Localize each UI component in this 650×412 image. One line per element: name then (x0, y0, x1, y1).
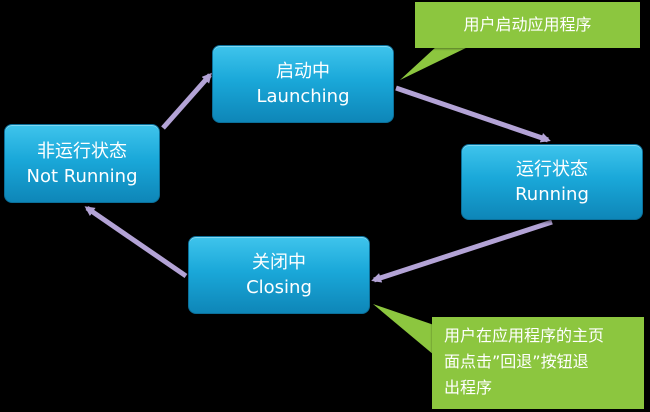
callout-start-text: 用户启动应用程序 (463, 15, 592, 34)
arrow-launching-to-running (395, 85, 551, 143)
state-closing-label-en: Closing (246, 277, 312, 298)
callout-user-exits-app: 用户在应用程序的主页 面点击”回退”按钮退 出程序 (432, 317, 644, 409)
state-not-running-label-cn: 非运行状态 (37, 140, 127, 162)
callout-exit-line-3: 出程序 (444, 378, 493, 397)
callout-user-starts-app: 用户启动应用程序 (415, 2, 640, 48)
state-launching-label-en: Launching (256, 86, 350, 107)
state-not-running-label-en: Not Running (26, 165, 138, 187)
state-launching: 启动中 Launching (212, 45, 394, 123)
arrow-not-running-to-launching (161, 72, 212, 130)
arrow-running-to-closing (371, 219, 553, 283)
state-running: 运行状态 Running (461, 144, 643, 220)
callout-exit-line-1: 用户在应用程序的主页 (444, 326, 605, 345)
callout-start-pointer (400, 46, 470, 80)
state-closing-label-cn: 关闭中 (252, 252, 306, 273)
arrow-closing-to-not-running (84, 205, 188, 279)
state-running-label-en: Running (515, 184, 589, 205)
state-running-label-cn: 运行状态 (516, 159, 588, 180)
state-closing: 关闭中 Closing (188, 236, 370, 314)
state-not-running: 非运行状态 Not Running (4, 124, 160, 203)
callout-exit-pointer (373, 304, 434, 355)
state-launching-label-cn: 启动中 (276, 61, 330, 82)
callout-exit-line-2: 面点击”回退”按钮退 (444, 352, 589, 371)
